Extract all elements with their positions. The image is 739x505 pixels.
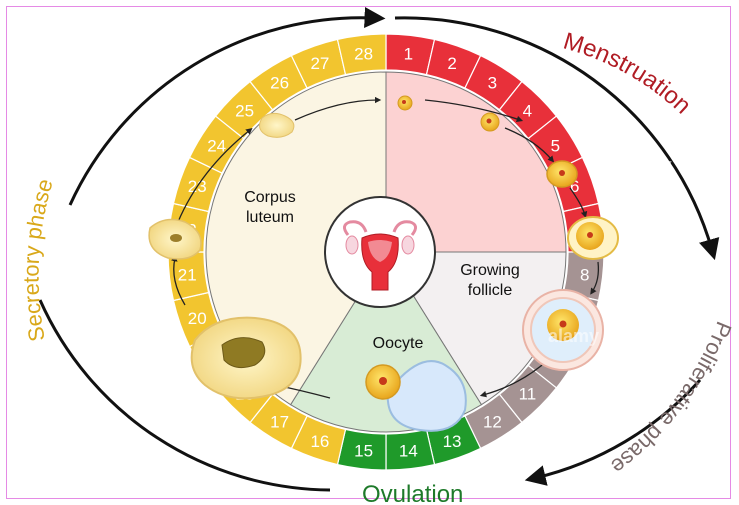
day-number: 3 — [488, 74, 497, 93]
corpus-luteum-label-line2: luteum — [246, 209, 294, 226]
watermark: alamy — [615, 155, 673, 177]
follicle-stage-2-icon — [481, 113, 499, 131]
day-number: 13 — [443, 432, 462, 451]
day-number: 28 — [354, 44, 373, 63]
day-number: 26 — [270, 74, 289, 93]
day-number: 8 — [580, 265, 589, 284]
day-number: 1 — [404, 44, 413, 63]
growing-follicle-label-line1: Growing — [460, 262, 520, 279]
oocyte-label: Oocyte — [373, 335, 424, 352]
follicle-stage-4-icon — [568, 217, 618, 259]
day-number: 5 — [551, 137, 560, 156]
uterus-icon — [325, 197, 435, 307]
day-number: 17 — [270, 412, 289, 431]
day-number: 25 — [235, 102, 254, 121]
day-number: 14 — [399, 442, 418, 461]
day-number: 11 — [519, 384, 537, 403]
day-number: 12 — [483, 412, 502, 431]
day-number: 20 — [188, 309, 207, 328]
day-number: 15 — [354, 442, 373, 461]
day-number: 2 — [447, 54, 456, 73]
menstruation-label: Menstruation — [560, 28, 696, 120]
day-number: 4 — [523, 102, 532, 121]
secretory-phase-label: Secretory phase — [19, 176, 58, 344]
day-number: 21 — [178, 265, 197, 284]
growing-follicle-label-line2: follicle — [468, 282, 513, 299]
follicle-stage-1-icon — [398, 96, 412, 110]
day-number: 27 — [310, 54, 329, 73]
ovulation-label: Ovulation — [362, 481, 463, 505]
day-number: 24 — [207, 137, 226, 156]
watermark: alamy — [548, 326, 599, 346]
watermark: alamy — [105, 155, 163, 177]
follicle-stage-3-icon — [547, 161, 577, 187]
corpus-luteum-label-line1: Corpus — [244, 189, 296, 206]
corpus-luteum-large-icon — [192, 318, 301, 399]
proliferative-phase-label: Proliferative phase — [606, 318, 736, 479]
day-number: 16 — [310, 432, 329, 451]
